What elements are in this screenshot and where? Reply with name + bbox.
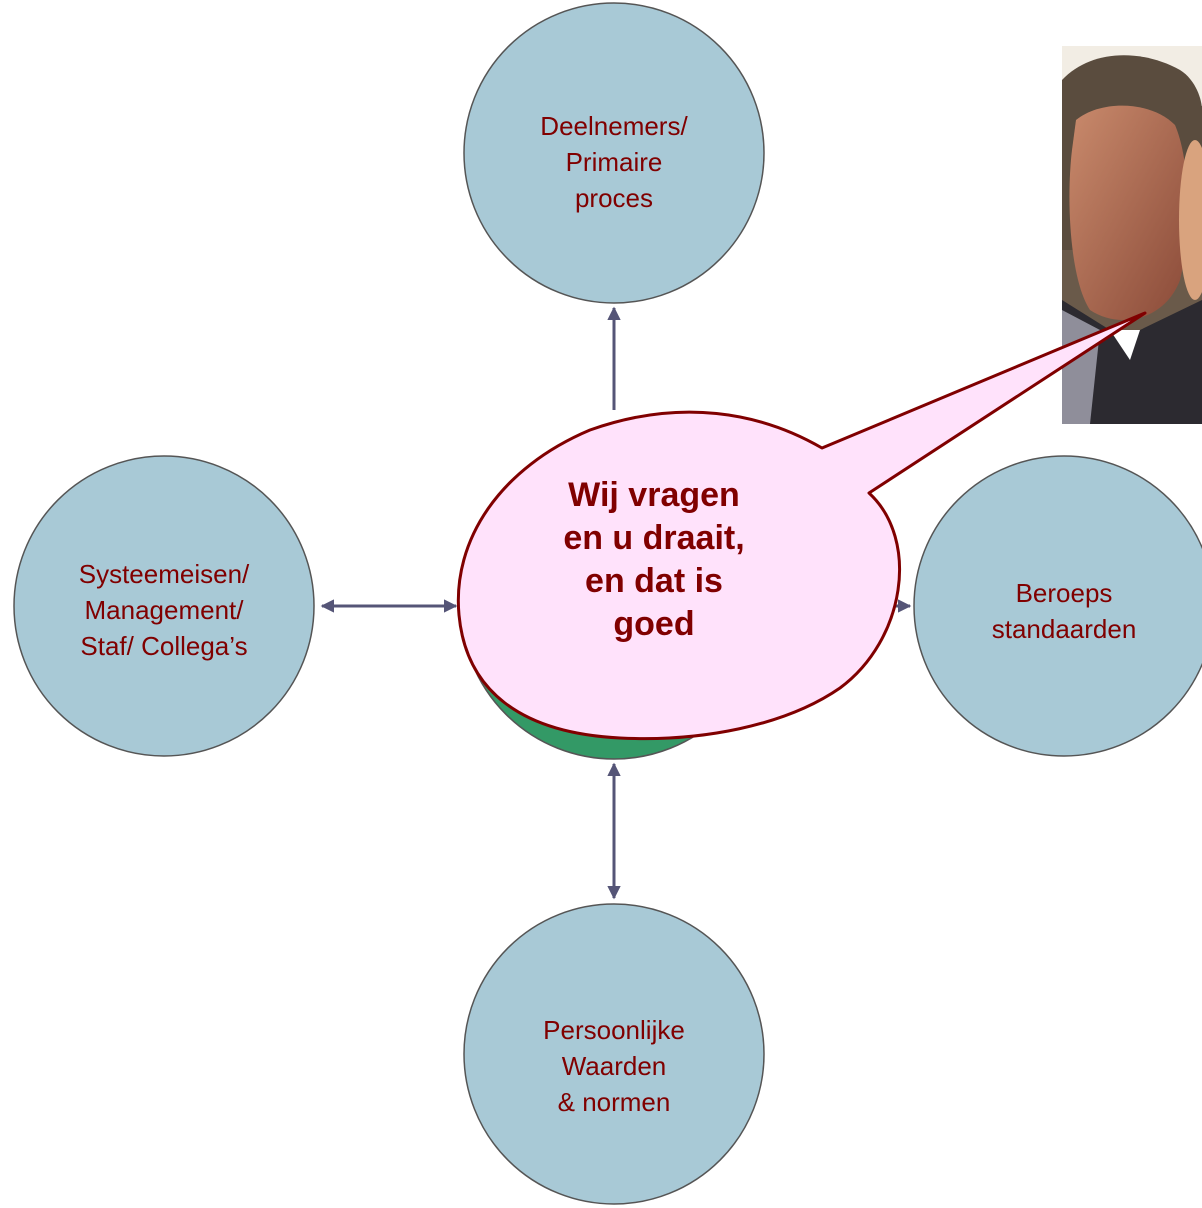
speech-bubble-line: Wij vragen <box>568 476 740 514</box>
node-bottom-circle <box>463 903 765 1205</box>
node-left-line: Management/ <box>84 595 244 625</box>
node-top-circle <box>463 2 765 304</box>
node-right-line: standaarden <box>991 614 1137 644</box>
speech-bubble <box>456 311 1147 741</box>
node-top-label: Deelnemers/ Primaire proces <box>494 108 734 216</box>
node-bottom-label: Persoonlijke Waarden & normen <box>494 1012 734 1120</box>
node-right-circle <box>913 455 1202 757</box>
node-left-circle <box>13 455 315 757</box>
node-bottom-line: Persoonlijke <box>543 1015 685 1045</box>
person-photo <box>1062 46 1202 424</box>
node-top-line: Primaire <box>565 147 663 177</box>
speech-bubble-line: en dat is <box>585 562 723 600</box>
node-right-label: Beroeps standaarden <box>954 575 1174 647</box>
node-right-line: Beroeps <box>1015 578 1113 608</box>
node-top-line: proces <box>574 183 654 213</box>
node-left-label: Systeemeisen/ Management/ Staf/ Collega’… <box>34 556 294 664</box>
node-top-line: Deelnemers/ <box>540 111 688 141</box>
node-bottom-line: Waarden <box>561 1051 667 1081</box>
speech-bubble-line: goed <box>613 605 695 643</box>
speech-bubble-text: Wij vragen en u draait, en dat is goed <box>524 474 784 646</box>
node-bottom-line: & normen <box>557 1087 671 1117</box>
node-left-line: Staf/ Collega’s <box>80 631 248 661</box>
node-left-line: Systeemeisen/ <box>78 559 250 589</box>
speech-bubble-line: en u draait, <box>563 519 745 557</box>
